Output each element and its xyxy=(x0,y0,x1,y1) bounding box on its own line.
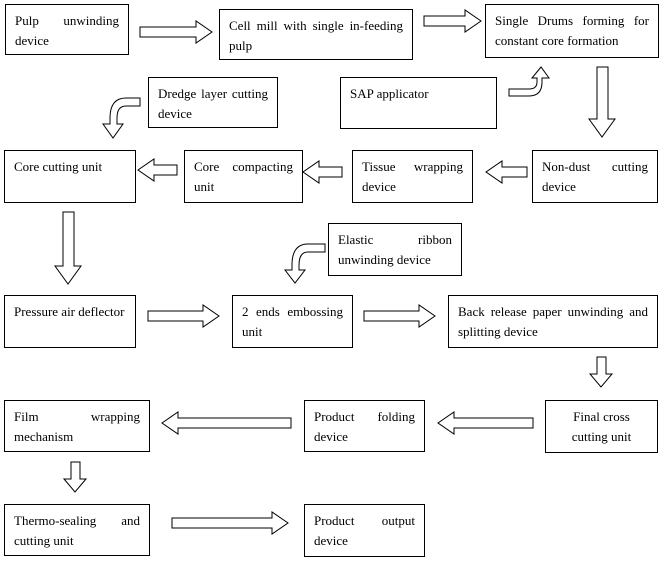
node-product-output-label: Product output device xyxy=(314,513,415,548)
node-2-ends-embossing: 2 ends embossing unit xyxy=(232,295,353,348)
arrow-folding-to-film xyxy=(161,411,292,435)
node-cell-mill: Cell mill with single in-feeding pulp xyxy=(219,9,413,60)
node-pressure-air-label: Pressure air deflector xyxy=(14,304,125,319)
arrow-embossing-to-backrelease xyxy=(363,304,436,328)
arrow-sap-to-drums xyxy=(508,66,550,97)
node-sap-applicator: SAP applicator xyxy=(340,77,497,129)
node-non-dust-cutting-label: Non-dust cutting device xyxy=(542,159,648,194)
arrow-film-to-thermo xyxy=(62,461,88,493)
node-core-compacting-label: Core compacting unit xyxy=(194,159,293,194)
node-non-dust-cutting: Non-dust cutting device xyxy=(532,150,658,203)
node-dredge-layer-label: Dredge layer cutting device xyxy=(158,86,268,121)
arrow-drums-to-nondust xyxy=(588,66,616,138)
node-elastic-ribbon-label: Elastic ribbon unwinding device xyxy=(338,232,452,267)
node-product-folding: Product folding device xyxy=(304,400,425,452)
arrow-compacting-to-corecutting xyxy=(137,158,178,182)
node-single-drums: Single Drums forming for constant core f… xyxy=(485,4,659,58)
node-final-cross-label: Final cross cutting unit xyxy=(571,409,632,444)
node-back-release-label: Back release paper unwinding and splitti… xyxy=(458,304,648,339)
node-pulp-unwinding: Pulp unwinding device xyxy=(5,4,129,55)
arrow-dredge-to-corecutting xyxy=(102,97,141,139)
arrow-tissue-to-compacting xyxy=(302,160,343,184)
arrow-elastic-to-embossing xyxy=(283,243,326,284)
node-core-cutting: Core cutting unit xyxy=(4,150,136,203)
node-cell-mill-label: Cell mill with single in-feeding pulp xyxy=(229,18,403,53)
node-elastic-ribbon: Elastic ribbon unwinding device xyxy=(328,223,462,276)
node-back-release: Back release paper unwinding and splitti… xyxy=(448,295,658,348)
node-product-folding-label: Product folding device xyxy=(314,409,415,444)
node-core-compacting: Core compacting unit xyxy=(184,150,303,203)
node-dredge-layer: Dredge layer cutting device xyxy=(148,77,278,128)
node-thermo-sealing: Thermo-sealing and cutting unit xyxy=(4,504,150,556)
node-product-output: Product output device xyxy=(304,504,425,557)
node-tissue-wrapping: Tissue wrapping device xyxy=(352,150,473,203)
node-pulp-unwinding-label: Pulp unwinding device xyxy=(15,13,119,48)
node-sap-applicator-label: SAP applicator xyxy=(350,86,429,101)
node-2-ends-embossing-label: 2 ends embossing unit xyxy=(242,304,343,339)
arrow-cellmill-to-drums xyxy=(423,9,482,33)
arrow-pressure-to-embossing xyxy=(147,304,220,328)
arrow-nondust-to-tissue xyxy=(485,160,528,184)
node-pressure-air: Pressure air deflector xyxy=(4,295,136,348)
node-tissue-wrapping-label: Tissue wrapping device xyxy=(362,159,463,194)
arrow-corecutting-to-pressure xyxy=(54,211,82,285)
node-film-wrapping-label: Film wrapping mechanism xyxy=(14,409,140,444)
node-single-drums-label: Single Drums forming for constant core f… xyxy=(495,13,649,48)
arrow-finalcross-to-folding xyxy=(437,411,534,435)
node-thermo-sealing-label: Thermo-sealing and cutting unit xyxy=(14,513,140,548)
node-film-wrapping: Film wrapping mechanism xyxy=(4,400,150,452)
node-core-cutting-label: Core cutting unit xyxy=(14,159,103,174)
node-final-cross: Final cross cutting unit xyxy=(545,400,658,453)
arrow-pulp-to-cellmill xyxy=(139,20,213,44)
arrow-thermo-to-output xyxy=(171,511,289,535)
arrow-backrelease-to-finalcross xyxy=(588,356,614,388)
